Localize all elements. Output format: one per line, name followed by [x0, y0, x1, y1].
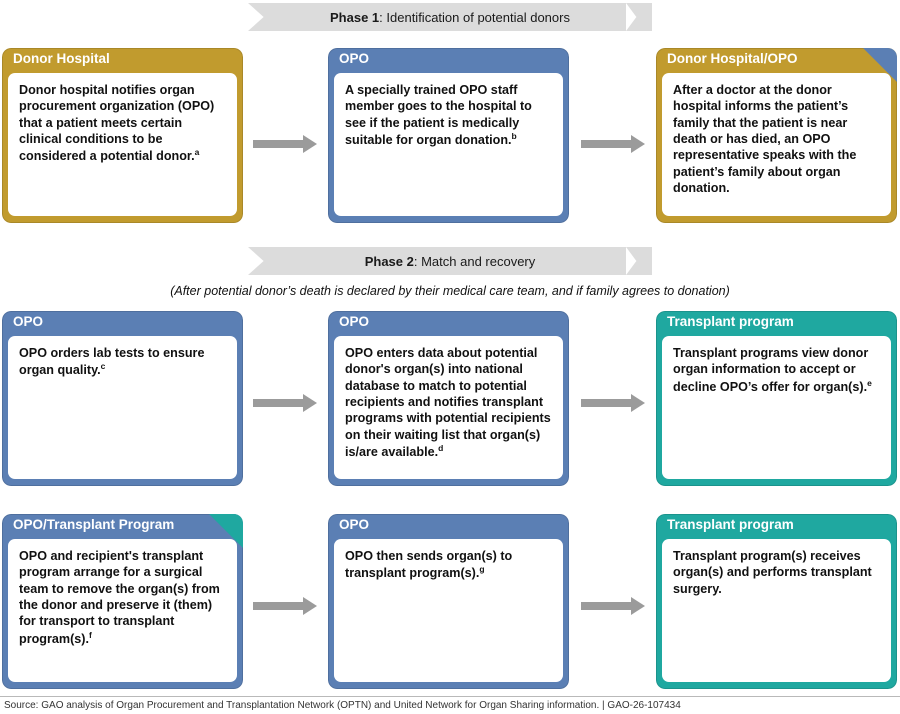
box-body-text: OPO and recipient's transplant program a… [19, 549, 220, 646]
process-box-opo-transplant-surgical-team[interactable]: OPO/Transplant Program OPO and recipient… [2, 514, 243, 689]
arrow-connector-3 [253, 394, 317, 412]
phase-2-label-rest: : Match and recovery [413, 253, 536, 269]
box-inner-panel: OPO orders lab tests to ensure organ qua… [8, 336, 237, 479]
source-citation: Source: GAO analysis of Organ Procuremen… [4, 700, 681, 711]
process-box-transplant-program-view-offer[interactable]: Transplant program Transplant programs v… [656, 311, 897, 486]
arrow-shaft [581, 399, 633, 407]
phase-1-label-rest: : Identification of potential donors [379, 9, 570, 25]
box-header-label: OPO [339, 51, 370, 66]
arrow-head-icon [631, 394, 645, 412]
chevron-left-icon [248, 247, 274, 275]
process-box-opo-staff-suitability[interactable]: OPO A specially trained OPO staff member… [328, 48, 569, 223]
box-body-text: OPO then sends organ(s) to transplant pr… [345, 549, 513, 581]
box-header-label: Transplant program [667, 314, 794, 329]
box-header-label: OPO [339, 314, 370, 329]
box-inner-panel: A specially trained OPO staff member goe… [334, 73, 563, 216]
arrow-connector-2 [581, 135, 645, 153]
box-body-text: Transplant programs view donor organ inf… [673, 346, 872, 394]
box-body-text: OPO orders lab tests to ensure organ qua… [19, 346, 205, 378]
footnote-marker: c [100, 361, 106, 372]
box-header-label: Donor Hospital/OPO [667, 51, 798, 66]
arrow-shaft [253, 399, 305, 407]
box-body-text: OPO enters data about potential donor's … [345, 346, 551, 460]
box-header-label: OPO/Transplant Program [13, 517, 175, 532]
phase-2-banner-body: Phase 2: Match and recovery [248, 247, 652, 275]
box-body-text: After a doctor at the donor hospital inf… [673, 83, 857, 196]
box-inner-panel: OPO then sends organ(s) to transplant pr… [334, 539, 563, 682]
phase-2-label-bold: Phase 2 [364, 253, 414, 269]
phase-1-label-bold: Phase 1 [330, 9, 380, 25]
arrow-shaft [253, 602, 305, 610]
source-divider [0, 696, 900, 697]
box-header-label: OPO [13, 314, 44, 329]
footnote-marker: f [88, 629, 92, 640]
box-inner-panel: After a doctor at the donor hospital inf… [662, 73, 891, 216]
chevron-right-icon [626, 3, 652, 31]
box-header-label: Donor Hospital [13, 51, 110, 66]
footnote-marker: b [511, 131, 517, 142]
footnote-marker: d [438, 443, 444, 454]
phase-1-banner-body: Phase 1: Identification of potential don… [248, 3, 652, 31]
box-inner-panel: Donor hospital notifies organ procuremen… [8, 73, 237, 216]
process-box-opo-lab-tests[interactable]: OPO OPO orders lab tests to ensure organ… [2, 311, 243, 486]
box-header-label: OPO [339, 517, 370, 532]
arrow-head-icon [303, 135, 317, 153]
process-box-opo-national-database[interactable]: OPO OPO enters data about potential dono… [328, 311, 569, 486]
box-body-text: Donor hospital notifies organ procuremen… [19, 83, 215, 164]
footnote-marker: g [479, 564, 485, 575]
phase-2-banner-text: Phase 2: Match and recovery [365, 254, 536, 269]
arrow-head-icon [303, 597, 317, 615]
box-inner-panel: Transplant program(s) receives organ(s) … [662, 539, 891, 682]
phase-2-note: (After potential donor’s death is declar… [170, 284, 730, 298]
box-body-text: A specially trained OPO staff member goe… [345, 83, 532, 148]
arrow-shaft [253, 140, 305, 148]
process-box-donor-hospital-opo-family[interactable]: Donor Hospital/OPO After a doctor at the… [656, 48, 897, 223]
box-inner-panel: OPO and recipient's transplant program a… [8, 539, 237, 682]
box-body-text: Transplant program(s) receives organ(s) … [673, 549, 872, 596]
phase-1-banner-text: Phase 1: Identification of potential don… [330, 10, 570, 25]
process-box-transplant-program-surgery[interactable]: Transplant program Transplant program(s)… [656, 514, 897, 689]
arrow-connector-5 [253, 597, 317, 615]
footnote-marker: e [867, 377, 872, 388]
arrow-connector-6 [581, 597, 645, 615]
chevron-left-icon [248, 3, 274, 31]
arrow-shaft [581, 602, 633, 610]
arrow-shaft [581, 140, 633, 148]
process-box-opo-sends-organs[interactable]: OPO OPO then sends organ(s) to transplan… [328, 514, 569, 689]
box-header-label: Transplant program [667, 517, 794, 532]
arrow-head-icon [303, 394, 317, 412]
arrow-head-icon [631, 135, 645, 153]
arrow-head-icon [631, 597, 645, 615]
arrow-connector-4 [581, 394, 645, 412]
phase-2-banner: Phase 2: Match and recovery [248, 247, 652, 275]
phase-1-banner: Phase 1: Identification of potential don… [248, 3, 652, 31]
box-inner-panel: OPO enters data about potential donor's … [334, 336, 563, 479]
box-inner-panel: Transplant programs view donor organ inf… [662, 336, 891, 479]
footnote-marker: a [194, 147, 200, 158]
process-box-donor-hospital-notify[interactable]: Donor Hospital Donor hospital notifies o… [2, 48, 243, 223]
chevron-right-icon [626, 247, 652, 275]
arrow-connector-1 [253, 135, 317, 153]
